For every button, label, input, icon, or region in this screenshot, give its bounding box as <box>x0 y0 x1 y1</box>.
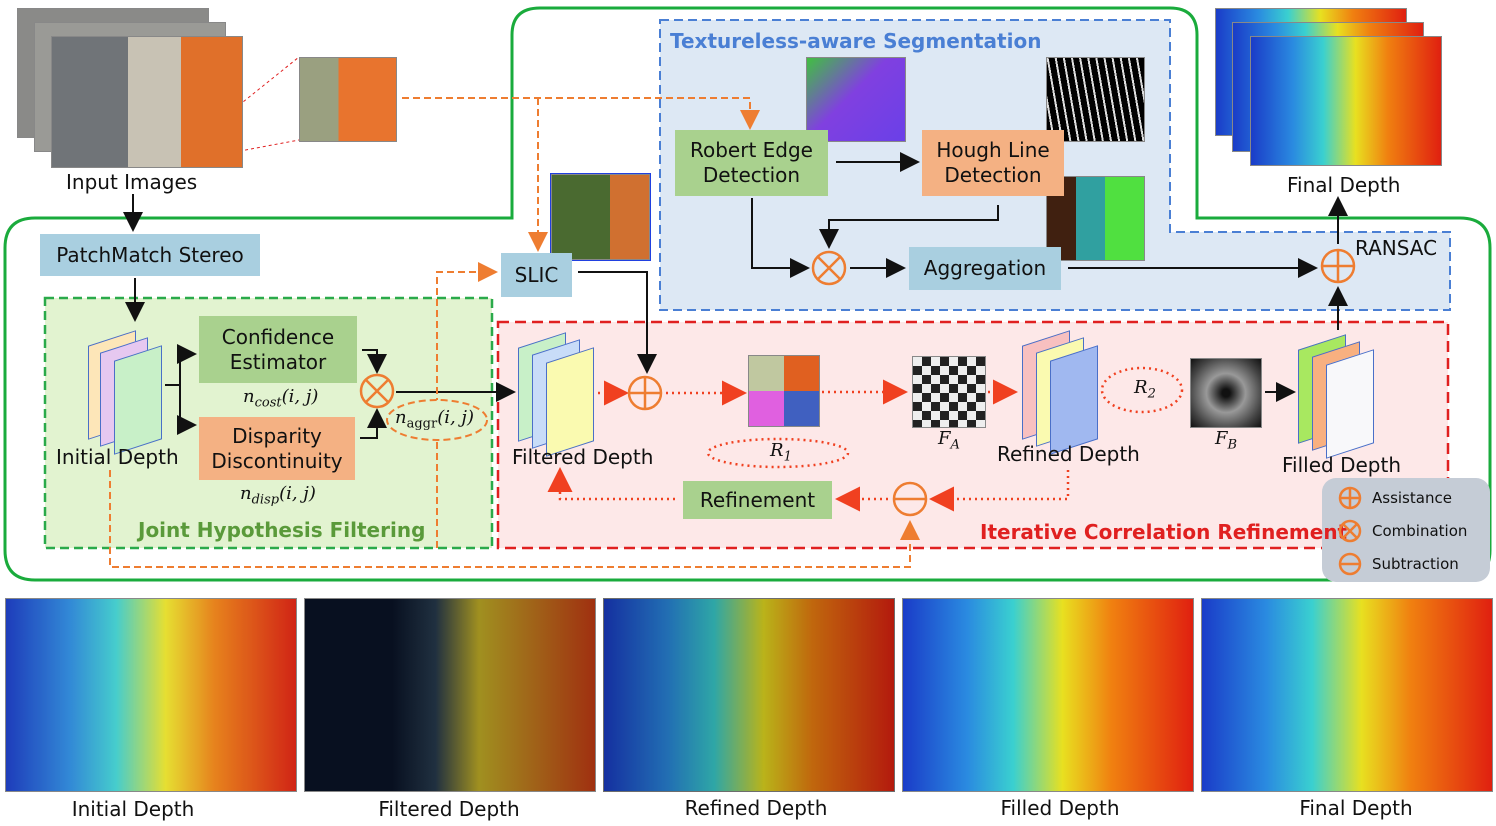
bottom-label: Initial Depth <box>71 797 195 821</box>
hough-line-box: Hough Line Detection <box>922 130 1064 196</box>
aggregation-label: Aggregation <box>923 256 1047 280</box>
fb-kernel <box>1190 358 1262 428</box>
combination-operator-filter <box>359 373 395 409</box>
input-crop <box>299 57 397 142</box>
bottom-label: Filled Depth <box>1000 796 1120 820</box>
disparity-discontinuity-box: Disparity Discontinuity <box>199 417 355 480</box>
fa-kernel <box>912 356 986 428</box>
confidence-estimator-box: Confidence Estimator <box>199 316 357 383</box>
patchmatch-stereo-box: PatchMatch Stereo <box>40 234 260 276</box>
r1-loop <box>706 437 850 469</box>
bottom-label: Final Depth <box>1299 796 1413 820</box>
fa-label: FA <box>938 428 960 453</box>
bottom-label: Refined Depth <box>684 796 828 820</box>
edge-image <box>806 57 906 142</box>
r2-label: R2 <box>1134 377 1156 402</box>
initial-depth-layer <box>114 345 162 455</box>
bottom-refined-depth <box>603 598 895 792</box>
confidence-label: Confidence Estimator <box>221 324 335 374</box>
n-aggr-highlight <box>386 399 488 441</box>
refinement-box: Refinement <box>683 481 832 519</box>
filtered-depth-label: Filtered Depth <box>512 445 654 469</box>
bottom-label: Filtered Depth <box>378 797 520 821</box>
refinement-label: Refinement <box>699 487 816 512</box>
hough-label: Hough Line Detection <box>936 138 1050 187</box>
slic-image <box>550 173 651 261</box>
legend-assistance: Assistance <box>1338 486 1452 510</box>
input-image <box>51 36 243 168</box>
legend-subtraction: Subtraction <box>1338 552 1459 576</box>
combination-operator-seg <box>811 250 847 286</box>
circle-plus-icon <box>1338 486 1362 510</box>
n-cost-formula: ncost(i, j) <box>243 386 319 411</box>
subtraction-operator <box>892 481 928 517</box>
bottom-initial-depth <box>5 598 297 792</box>
refined-depth-layer <box>1050 345 1098 455</box>
fb-label: FB <box>1215 428 1238 453</box>
hough-image <box>1046 57 1145 142</box>
r1-label: R1 <box>770 440 792 465</box>
slic-box: SLIC <box>501 253 572 297</box>
bottom-filled-depth <box>902 598 1194 792</box>
aggregation-box: Aggregation <box>909 247 1061 290</box>
bottom-final-depth <box>1201 598 1493 792</box>
robert-edge-box: Robert Edge Detection <box>675 130 828 196</box>
assistance-operator-filtered <box>627 375 663 411</box>
bottom-filtered-depth <box>304 598 596 792</box>
ransac-label: RANSAC <box>1355 236 1438 260</box>
filled-depth-label: Filled Depth <box>1282 453 1401 477</box>
initial-depth-label: Initial Depth <box>56 445 179 469</box>
filtered-depth-layer <box>546 347 594 457</box>
filled-depth-layer <box>1326 349 1374 459</box>
filtering-title: Joint Hypothesis Filtering <box>138 518 426 542</box>
segment-grid <box>748 355 820 427</box>
disparity-label: Disparity Discontinuity <box>211 423 343 473</box>
final-depth-label: Final Depth <box>1287 173 1401 197</box>
input-images-label: Input Images <box>66 170 198 194</box>
r2-loop <box>1100 366 1184 414</box>
legend-panel <box>1322 478 1490 582</box>
assistance-operator-ransac <box>1320 248 1356 284</box>
legend-combination: Combination <box>1338 519 1467 543</box>
robert-label: Robert Edge Detection <box>690 138 813 187</box>
n-aggr-formula: naggr(i, j) <box>395 407 475 432</box>
slic-label: SLIC <box>514 262 559 287</box>
circle-times-icon <box>1338 519 1362 543</box>
refined-depth-label: Refined Depth <box>997 442 1140 466</box>
n-disp-formula: ndisp(i, j) <box>240 483 316 508</box>
patchmatch-label: PatchMatch Stereo <box>56 242 244 267</box>
refinement-title: Iterative Correlation Refinement <box>980 520 1348 544</box>
circle-minus-icon <box>1338 552 1362 576</box>
final-depth-image <box>1250 36 1442 166</box>
segmentation-title: Textureless-aware Segmentation <box>670 29 1042 53</box>
